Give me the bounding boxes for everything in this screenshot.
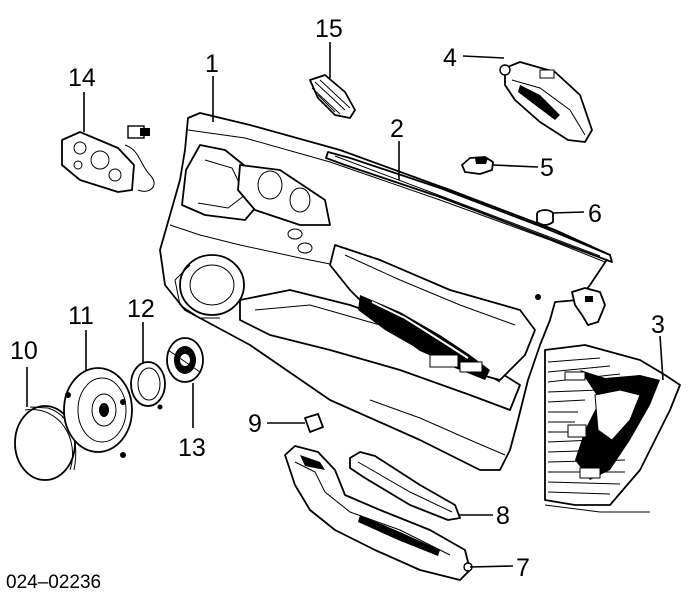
part-small-trim-cover [304,413,324,433]
part-window-switch-housing [499,61,593,143]
part-door-inner-frame [544,344,681,513]
callout-7: 7 [516,554,530,582]
part-speaker-cover [14,405,77,481]
callout-1: 1 [205,50,219,78]
part-tweeter-grille [309,74,356,119]
part-plug-cap [536,209,554,226]
part-tweeter [166,337,204,383]
part-loudspeaker [63,367,133,458]
diagram-code: 024–02236 [6,572,101,593]
callout-4: 4 [443,44,457,72]
callout-12: 12 [127,295,155,323]
callout-labels: 1 2 3 4 5 6 7 8 9 10 11 12 13 14 15 [10,15,665,582]
leader-lines [26,42,664,568]
callout-8: 8 [496,502,510,530]
callout-6: 6 [588,200,602,228]
callout-15: 15 [315,15,343,43]
part-armrest-handle [284,445,473,581]
callout-14: 14 [68,64,96,92]
part-speaker-bracket [61,125,155,193]
part-door-trim-panel [159,112,611,471]
part-armrest-pad [349,451,461,521]
part-window-seal-strip [325,151,613,263]
callout-10: 10 [10,337,38,365]
callout-3: 3 [651,311,665,339]
callout-2: 2 [390,115,404,143]
part-window-clip [571,287,606,326]
callout-9: 9 [248,410,262,438]
part-speaker-ring [130,361,166,410]
callout-13: 13 [178,434,206,462]
callout-11: 11 [68,302,94,330]
part-trim-clip [461,156,494,175]
callout-5: 5 [540,154,554,182]
